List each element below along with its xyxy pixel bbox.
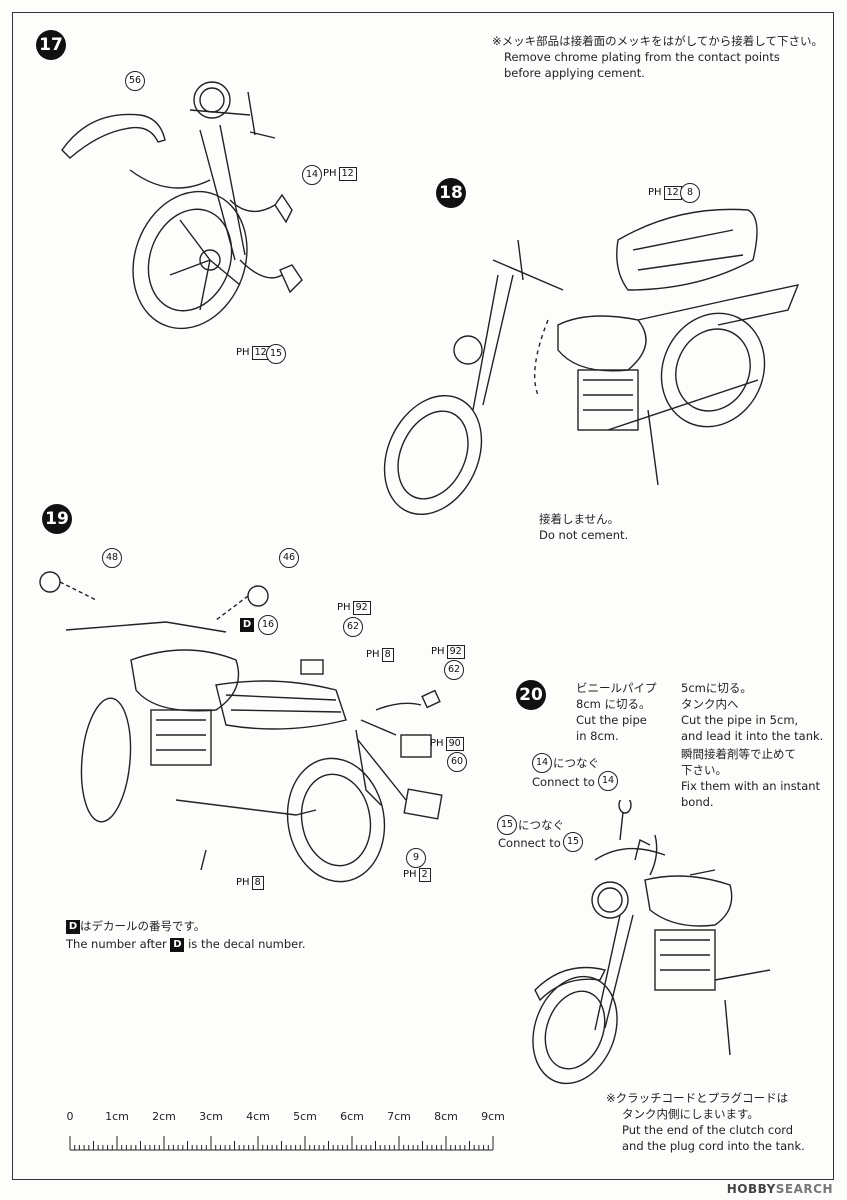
clutch-jp-1: ※クラッチコードとプラグコードは (606, 1091, 789, 1105)
glue-jp-1: 瞬間接着剤等で止めて (681, 747, 796, 761)
ruler-tick-label: 7cm (387, 1110, 411, 1123)
part-62-callout-right: 62 (444, 660, 464, 680)
decal-note-post: is the decal number. (188, 937, 306, 951)
part-16-callout: 16 (258, 615, 278, 635)
part-60-callout: 60 (447, 752, 467, 772)
step-19-badge: 19 (42, 504, 72, 534)
clutch-cord-note: ※クラッチコードとプラグコードは タンク内側にしまいます。 Put the en… (606, 1090, 805, 1154)
pipe-5cm-note: 5cmに切る。 タンク内へ Cut the pipe in 5cm, and l… (681, 680, 823, 810)
part-14-connect-en-callout: 14 (598, 771, 618, 791)
decal-note-pre: The number after (66, 937, 167, 951)
clutch-jp-2: タンク内側にしまいます。 (622, 1107, 759, 1121)
part-48-callout: 48 (102, 548, 122, 568)
decal-note-jp: はデカールの番号です。 (80, 919, 206, 933)
ruler-scale (69, 1136, 494, 1151)
chrome-note-en-2: before applying cement. (504, 66, 645, 80)
pipe5-en-2: and lead it into the tank. (681, 729, 824, 743)
ruler-tick-label: 2cm (152, 1110, 176, 1123)
pipe5-en-1: Cut the pipe in 5cm, (681, 713, 799, 727)
watermark-logo: HOBBYSEARCH (727, 1182, 833, 1196)
watermark-b: SEARCH (775, 1182, 833, 1196)
watermark-a: HOBBY (726, 1182, 776, 1196)
connect-14-en: Connect to (532, 775, 595, 789)
centimeter-ruler: 0 1cm 2cm 3cm 4cm 5cm 6cm 7cm 8cm 9cm (60, 1110, 520, 1160)
chrome-note-jp: ※メッキ部品は接着面のメッキをはがしてから接着して下さい。 (492, 34, 823, 48)
nocement-jp: 接着しません。 (539, 512, 620, 526)
decal-letter-en: D (170, 937, 185, 952)
step-17-badge: 17 (36, 30, 66, 60)
step-18-motorcycle-drawing (383, 208, 800, 516)
part-14-connect-callout: 14 (532, 753, 552, 773)
clutch-en-2: and the plug cord into the tank. (622, 1139, 805, 1153)
nocement-en: Do not cement. (539, 528, 629, 542)
decal-letter-jp: D (66, 919, 80, 934)
ruler-tick-label: 4cm (246, 1110, 270, 1123)
part-15-callout: 15 (266, 344, 286, 364)
glue-en-1: Fix them with an instant (681, 779, 821, 793)
connect-15-en: Connect to (498, 836, 561, 850)
pipe5-jp-1: 5cmに切る。 (681, 681, 752, 695)
clutch-en-1: Put the end of the clutch cord (622, 1123, 794, 1137)
ruler-tick-label: 0 (66, 1110, 74, 1123)
ruler-tick-label: 8cm (434, 1110, 458, 1123)
ruler-tick-label: 6cm (340, 1110, 364, 1123)
pipe-8cm-note: ビニールパイプ 8cm に切る。 Cut the pipe in 8cm. (576, 680, 657, 744)
pipe8-en-2: in 8cm. (576, 729, 619, 743)
do-not-cement-note: 接着しません。 Do not cement. (539, 511, 628, 543)
step-18-badge: 18 (436, 178, 466, 208)
pipe8-jp-2: 8cm に切る。 (576, 697, 651, 711)
chrome-note-en-1: Remove chrome plating from the contact p… (504, 50, 780, 64)
part-14-callout: 14 (302, 165, 322, 185)
ruler-tick-label: 3cm (199, 1110, 223, 1123)
part-8-callout: 8 (680, 183, 700, 203)
chrome-plating-note: ※メッキ部品は接着面のメッキをはがしてから接着して下さい。 Remove chr… (492, 33, 823, 81)
connect-14-jp: につなぐ (553, 756, 599, 770)
part-15-connect-en-callout: 15 (563, 832, 583, 852)
pipe8-en-1: Cut the pipe (576, 713, 647, 727)
part-46-callout: 46 (279, 548, 299, 568)
ruler-tick-label: 5cm (293, 1110, 317, 1123)
part-62-callout-left: 62 (343, 617, 363, 637)
part-15-connect-callout: 15 (497, 815, 517, 835)
pipe5-jp-2: タンク内へ (681, 697, 739, 711)
ruler-tick-label: 1cm (105, 1110, 129, 1123)
glue-en-2: bond. (681, 795, 714, 809)
step-20-motorcycle-drawing (532, 800, 771, 1085)
step-20-badge: 20 (516, 680, 546, 710)
pipe8-jp-1: ビニールパイプ (576, 681, 657, 695)
ruler-tick-label: 9cm (481, 1110, 505, 1123)
decal-16-label: D (240, 616, 254, 632)
step-19-motorcycle-drawing (39, 571, 443, 883)
part-56-callout: 56 (125, 71, 145, 91)
page-frame (12, 12, 834, 1180)
connect-15-jp: につなぐ (518, 818, 564, 832)
step-17-front-wheel-drawing (61, 81, 303, 330)
glue-jp-2: 下さい。 (681, 763, 727, 777)
decal-letter-box: D (240, 617, 254, 632)
part-9-callout: 9 (406, 848, 426, 868)
